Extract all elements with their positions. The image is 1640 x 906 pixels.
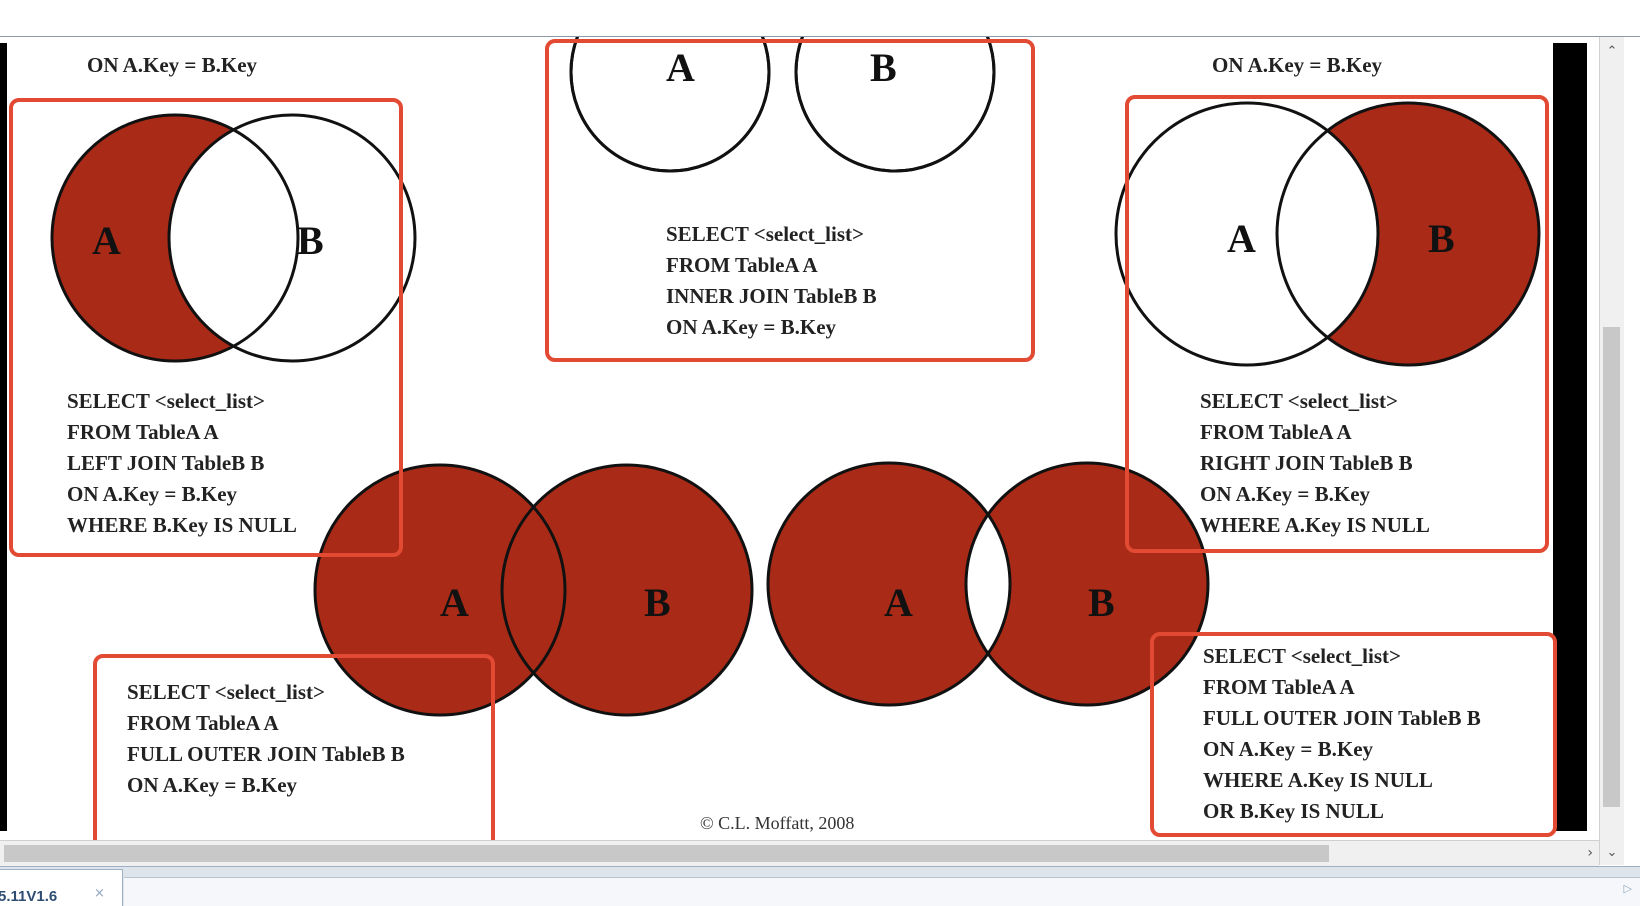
credit-text: © C.L. Moffatt, 2008 — [700, 813, 854, 833]
sql-line: RIGHT JOIN TableB B — [1200, 451, 1413, 475]
sql-line: ON A.Key = B.Key — [1203, 737, 1374, 761]
sql-line: WHERE B.Key IS NULL — [67, 513, 297, 537]
top-fragment-left: ON A.Key = B.Key — [87, 53, 258, 77]
label-b: B — [870, 45, 897, 90]
venn-full-outer: A B SELECT <select_list> FROM TableA A F… — [127, 463, 754, 797]
label-a: A — [1227, 216, 1256, 261]
sql-line: ON A.Key = B.Key — [666, 315, 837, 339]
label-b: B — [1428, 216, 1455, 261]
highlight-left-only — [9, 98, 403, 557]
highlight-right-only — [1125, 95, 1549, 553]
tab-document[interactable]: 5.11V1.6 × — [0, 869, 123, 906]
venn-inner: A B SELECT <select_list> FROM TableA A I… — [569, 37, 996, 339]
sql-line: SELECT <select_list> — [67, 389, 265, 413]
right-border-bar — [1553, 43, 1587, 831]
highlight-full-outer-exclusive — [1150, 632, 1557, 837]
sql-line: ON A.Key = B.Key — [1200, 482, 1371, 506]
sql-line: WHERE A.Key IS NULL — [1203, 768, 1433, 792]
vertical-scrollbar[interactable]: ⌃ ⌄ — [1599, 37, 1624, 865]
sql-line: ON A.Key = B.Key — [67, 482, 238, 506]
sql-line: INNER JOIN TableB B — [666, 284, 877, 308]
close-icon[interactable]: × — [94, 886, 105, 901]
sql-line: LEFT JOIN TableB B — [67, 451, 264, 475]
scroll-right-arrow-icon[interactable]: › — [1587, 845, 1593, 861]
vertical-scroll-thumb[interactable] — [1603, 327, 1620, 807]
circle-b-outline — [500, 463, 754, 717]
highlight-full-outer — [93, 654, 495, 840]
tab-bar: 5.11V1.6 × ▷ — [0, 866, 1640, 906]
label-a: A — [440, 580, 469, 625]
label-b: B — [1088, 580, 1115, 625]
sql-line: SELECT <select_list> — [1203, 644, 1401, 668]
label-a: A — [666, 45, 695, 90]
venn-full-outer-exclusive: A B SELECT <select_list> FROM TableA A F… — [766, 461, 1481, 823]
sql-line: FROM TableA A — [67, 420, 220, 444]
label-b: B — [297, 218, 324, 263]
sql-line: FROM TableA A — [1200, 420, 1353, 444]
top-fragment-right: ON A.Key = B.Key — [1212, 53, 1383, 77]
highlight-boxes — [9, 39, 1557, 840]
horizontal-scrollbar[interactable]: › — [0, 840, 1599, 866]
circle-b-outline — [794, 37, 996, 173]
venn-left-only: A B SELECT <select_list> FROM TableA A L… — [50, 113, 417, 537]
circle-b-outline — [1275, 101, 1541, 367]
sql-line: SELECT <select_list> — [127, 680, 325, 704]
sql-line: FROM TableA A — [1203, 675, 1356, 699]
sql-line: FROM TableA A — [666, 253, 819, 277]
circle-a-outline — [50, 113, 300, 363]
venn-right-only: A B SELECT <select_list> FROM TableA A R… — [1114, 101, 1541, 537]
circle-a-outline — [313, 463, 567, 717]
circle-b-outline — [964, 461, 1210, 707]
sql-line: SELECT <select_list> — [1200, 389, 1398, 413]
label-b: B — [644, 580, 671, 625]
tab-strip-empty: ▷ — [124, 877, 1640, 906]
left-border-bar — [0, 43, 7, 831]
sql-line: FULL OUTER JOIN TableB B — [1203, 706, 1481, 730]
tab-label: 5.11V1.6 — [0, 888, 58, 905]
sql-line: WHERE A.Key IS NULL — [1200, 513, 1430, 537]
sql-line: SELECT <select_list> — [666, 222, 864, 246]
circle-a-outline — [569, 37, 771, 173]
tab-scroll-right-icon[interactable]: ▷ — [1623, 882, 1632, 895]
label-a: A — [92, 218, 121, 263]
circle-b — [966, 463, 1208, 705]
sql-line: FROM TableA A — [127, 711, 280, 735]
horizontal-scroll-thumb[interactable] — [4, 845, 1329, 862]
circle-b — [502, 465, 752, 715]
circle-a — [1114, 101, 1380, 367]
sql-joins-diagram: ON A.Key = B.Key ON A.Key = B.Key A B SE… — [9, 37, 1557, 840]
highlight-inner — [545, 39, 1035, 362]
top-strip — [0, 0, 1640, 37]
circle-a — [315, 465, 565, 715]
sql-line: ON A.Key = B.Key — [127, 773, 298, 797]
circle-b — [167, 113, 417, 363]
label-a: A — [884, 580, 913, 625]
scroll-down-arrow-icon[interactable]: ⌄ — [1606, 845, 1618, 860]
sql-line: FULL OUTER JOIN TableB B — [127, 742, 405, 766]
circle-a — [768, 463, 1010, 705]
circle-a-outline — [766, 461, 1012, 707]
scroll-up-arrow-icon[interactable]: ⌃ — [1606, 44, 1618, 59]
sql-line: OR B.Key IS NULL — [1203, 799, 1384, 823]
